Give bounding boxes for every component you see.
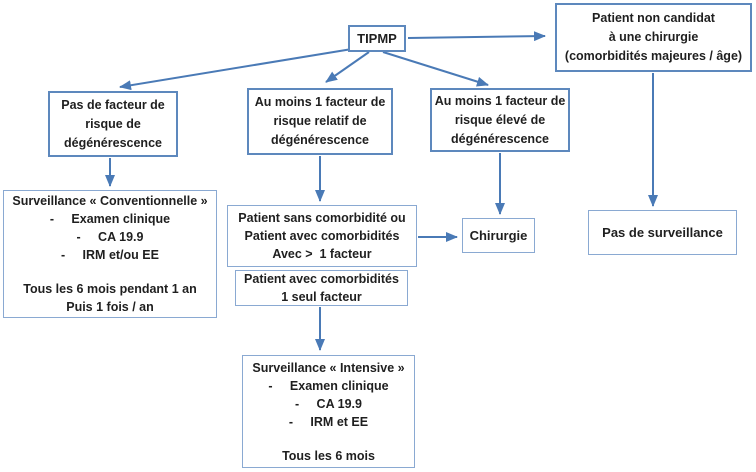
node-surv-int-item: - IRM et EE	[288, 414, 369, 429]
node-patient-non-candidat-line: à une chirurgie	[608, 30, 699, 44]
node-surv-conv-item: - Examen clinique	[49, 212, 171, 226]
node-surveillance-conventionnelle: Surveillance « Conventionnelle » - Exame…	[3, 190, 217, 318]
node-tipmp: TIPMP	[348, 25, 406, 52]
node-tipmp-label: TIPMP	[357, 30, 397, 46]
node-facteur-eleve: Au moins 1 facteur de risque élevé de dé…	[430, 88, 570, 152]
node-patient-non-candidat-line: (comorbidités majeures / âge)	[564, 49, 743, 63]
node-patient-sans-comorbidite: Patient sans comorbidité ou Patient avec…	[227, 205, 417, 267]
node-facteur-eleve-line: risque élevé de	[454, 112, 546, 127]
node-surv-int-footer: Tous les 6 mois	[282, 448, 375, 463]
node-chirurgie-label: Chirurgie	[469, 227, 528, 243]
arrow-tipmp-to-facteur-relatif	[325, 51, 370, 83]
node-facteur-eleve-line: Au moins 1 facteur de	[434, 93, 566, 108]
node-pas-de-surveillance-label: Pas de surveillance	[602, 224, 723, 240]
node-surv-conv-footer: Puis 1 fois / an	[66, 300, 154, 314]
node-pas-de-facteur-line: dégénérescence	[64, 135, 162, 150]
node-patient-sans-line: Avec > 1 facteur	[272, 247, 372, 261]
node-pas-de-surveillance: Pas de surveillance	[588, 210, 737, 255]
arrow-tipmp-to-patient-non-candidat	[407, 31, 546, 42]
node-surv-conv-item: - CA 19.9	[76, 230, 144, 244]
node-surveillance-intensive: Surveillance « Intensive » - Examen clin…	[242, 355, 415, 468]
node-facteur-eleve-line: dégénérescence	[451, 131, 549, 146]
node-patient-non-candidat-line: Patient non candidat	[592, 11, 715, 25]
node-facteur-relatif-line: dégénérescence	[271, 133, 369, 147]
node-surv-int-item: - Examen clinique	[268, 378, 389, 393]
arrow-tipmp-to-facteur-eleve	[382, 51, 489, 87]
node-surv-conv-title: Surveillance « Conventionnelle »	[12, 194, 208, 208]
node-patient-sans-line: Patient avec comorbidités	[244, 229, 400, 243]
node-surv-conv-footer: Tous les 6 mois pendant 1 an	[23, 282, 197, 296]
node-surv-int-title: Surveillance « Intensive »	[252, 360, 405, 375]
node-pas-de-facteur-line: Pas de facteur de	[61, 97, 165, 112]
node-patient-avec-comorbidites: Patient avec comorbidités 1 seul facteur	[235, 270, 408, 306]
node-surv-int-item: - CA 19.9	[295, 396, 362, 411]
node-surv-conv-item: - IRM et/ou EE	[61, 248, 159, 262]
node-facteur-relatif-line: risque relatif de	[273, 114, 367, 128]
node-facteur-relatif-line: Au moins 1 facteur de	[254, 95, 386, 109]
node-pas-de-facteur: Pas de facteur de risque de dégénérescen…	[48, 91, 178, 157]
arrow-tipmp-to-pas-facteur	[119, 48, 353, 91]
node-chirurgie: Chirurgie	[462, 218, 535, 253]
node-patient-sans-line: Patient sans comorbidité ou	[238, 211, 406, 225]
node-patient-non-candidat: Patient non candidat à une chirurgie (co…	[555, 3, 752, 72]
node-patient-avec-line: Patient avec comorbidités	[244, 272, 399, 286]
node-facteur-relatif: Au moins 1 facteur de risque relatif de …	[247, 88, 393, 155]
node-patient-avec-line: 1 seul facteur	[281, 290, 362, 304]
node-pas-de-facteur-line: risque de	[85, 116, 141, 131]
